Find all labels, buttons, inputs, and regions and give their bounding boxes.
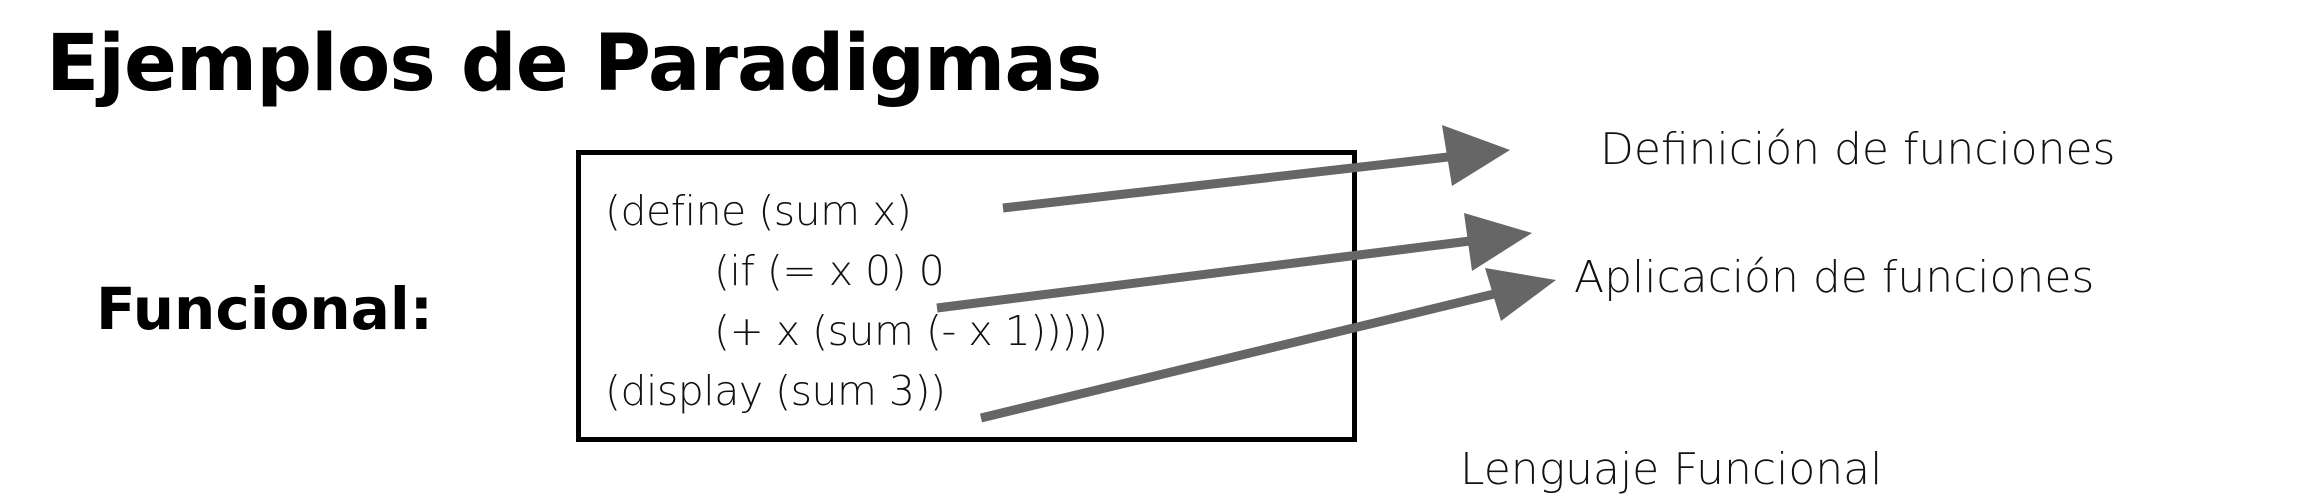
annotation-cut-off: Lenguaje Funcional: [1460, 444, 1883, 495]
annotation-definition: Definición de funciones: [1600, 124, 2116, 175]
code-line-display: (display (sum 3)): [605, 367, 946, 415]
code-box: (define (sum x) (if (= x 0) 0 (+ x (sum …: [576, 150, 1357, 442]
code-line-if: (if (= x 0) 0: [714, 247, 945, 295]
slide-title: Ejemplos de Paradigmas: [46, 19, 1102, 109]
paradigm-label: Funcional:: [96, 275, 433, 343]
code-line-define: (define (sum x): [605, 187, 912, 235]
code-line-recursion: (+ x (sum (- x 1))))): [714, 307, 1108, 355]
annotation-application: Aplicación de funciones: [1574, 252, 2095, 303]
